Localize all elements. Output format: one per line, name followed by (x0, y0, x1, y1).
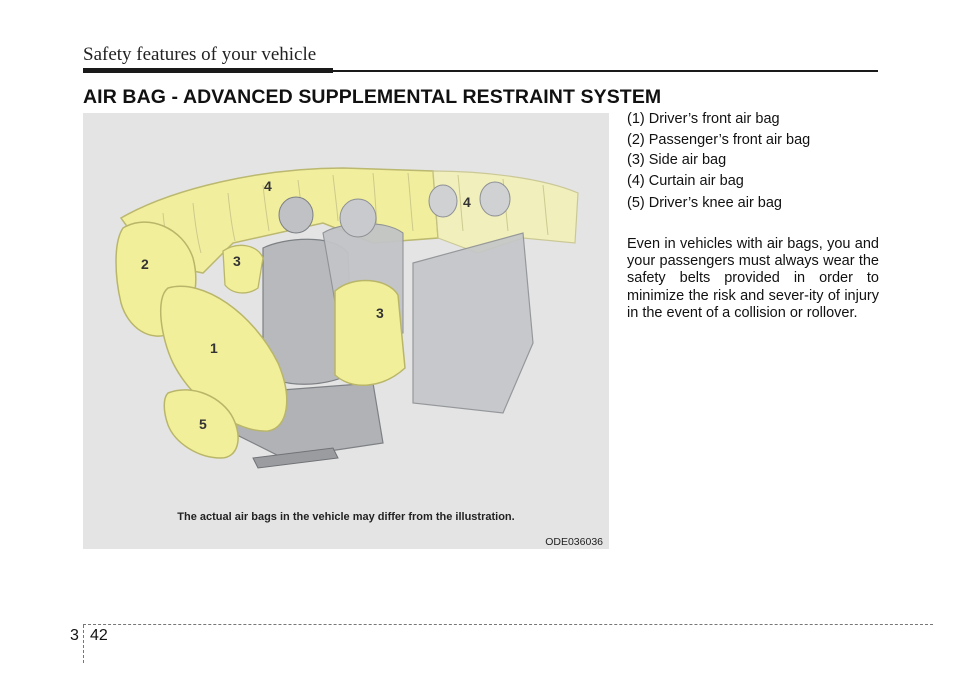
figure-caption: The actual air bags in the vehicle may d… (177, 511, 515, 523)
legend-item: (5) Driver’s knee air bag (627, 195, 782, 212)
label-knee: 5 (199, 416, 207, 432)
side-airbag-front (222, 244, 264, 294)
body-paragraph: Even in vehicles with air bags, you and … (627, 236, 879, 321)
header-rule (83, 68, 878, 73)
airbag-illustration-graphic: 4 4 2 3 3 1 5 (115, 167, 579, 469)
airbag-illustration: 4 4 2 3 3 1 5 The actual air bags in the… (83, 113, 609, 549)
curtain-airbag-rear (432, 170, 579, 254)
footer-divider (83, 625, 84, 663)
rear-seat (412, 232, 534, 414)
label-curtain-rear: 4 (463, 194, 471, 210)
legend-item: (1) Driver’s front air bag (627, 111, 780, 127)
legend-item: (3) Side air bag (627, 152, 727, 169)
chapter-number: 3 (70, 627, 79, 644)
driver-headrest (278, 196, 314, 234)
header-rule-thin (333, 70, 878, 72)
seat-rail (252, 447, 339, 469)
airbag-legend: (1) Driver’s front air bag (2) Passenger… (627, 109, 879, 214)
figure-code: ODE036036 (545, 536, 603, 548)
driver-knee-airbag (163, 389, 239, 459)
legend-item: (2) Passenger’s front air bag (627, 131, 811, 148)
label-curtain-front: 4 (264, 178, 272, 194)
rear-headrest-left (428, 184, 458, 218)
label-side-front: 3 (233, 253, 241, 269)
label-side-driver: 3 (376, 305, 384, 321)
passenger-headrest (339, 198, 377, 238)
page-number: 42 (90, 627, 108, 644)
driver-front-airbag (159, 285, 288, 432)
page-title: AIR BAG - ADVANCED SUPPLEMENTAL RESTRAIN… (83, 86, 662, 108)
rear-headrest-right (479, 181, 511, 217)
side-airbag-driver (334, 279, 406, 386)
header-rule-thick (83, 68, 333, 73)
footer-rule (83, 624, 933, 625)
legend-item: (4) Curtain air bag (627, 172, 744, 189)
label-driver-front: 1 (210, 340, 218, 356)
running-header: Safety features of your vehicle (83, 44, 317, 65)
label-passenger-front: 2 (141, 256, 149, 272)
